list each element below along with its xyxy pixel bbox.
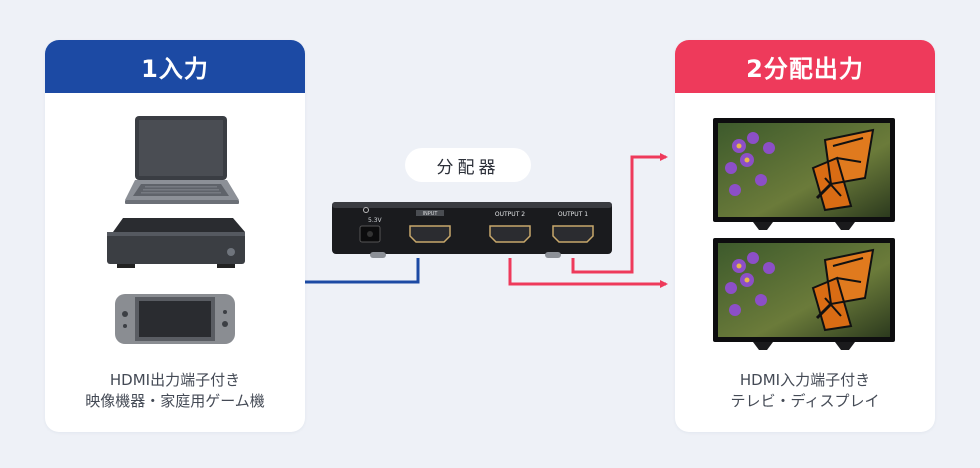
power-label: 5.3V xyxy=(368,217,383,224)
output-card: 2分配出力 xyxy=(675,40,935,432)
input-port-label: INPUT xyxy=(423,211,439,217)
output-card-title: 2分配出力 xyxy=(675,40,935,93)
output1-port xyxy=(552,225,594,243)
input-caption-line1: HDMI出力端子付き xyxy=(109,371,241,389)
input-caption: HDMI出力端子付き 映像機器・家庭用ゲーム機 xyxy=(45,370,305,412)
input-cable xyxy=(305,258,420,284)
output2-label: OUTPUT 2 xyxy=(495,211,525,218)
output2-port xyxy=(489,225,531,243)
splitter-label: 分配器 xyxy=(405,148,531,182)
output-caption-line1: HDMI入力端子付き xyxy=(739,371,871,389)
tv-icon xyxy=(713,238,895,350)
output2-cable xyxy=(508,258,668,288)
laptop-icon xyxy=(125,116,239,204)
output-caption: HDMI入力端子付き テレビ・ディスプレイ xyxy=(675,370,935,412)
output-caption-line2: テレビ・ディスプレイ xyxy=(730,392,880,410)
tv-icon xyxy=(713,118,895,230)
input-caption-line2: 映像機器・家庭用ゲーム機 xyxy=(85,392,265,410)
output1-label: OUTPUT 1 xyxy=(558,211,588,218)
input-card: 1入力 HDMI出力端子付き 映像機器・家庭用ゲーム機 xyxy=(45,40,305,432)
game-console-icon xyxy=(115,294,235,344)
set-top-box-icon xyxy=(107,218,245,268)
input-port xyxy=(409,225,451,243)
input-card-title: 1入力 xyxy=(45,40,305,93)
output1-cable xyxy=(571,153,668,274)
splitter-device: 5.3V INPUT OUTPUT 2 OUTPUT 1 xyxy=(332,202,612,258)
